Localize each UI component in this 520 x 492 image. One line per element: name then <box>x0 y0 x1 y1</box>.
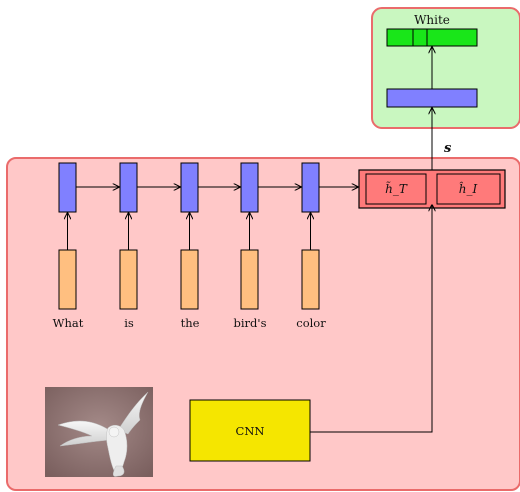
word-embedding <box>181 250 198 309</box>
question-word: the <box>181 316 200 330</box>
softmax-output-vector <box>387 29 477 46</box>
dove-head <box>109 427 119 437</box>
text-state-label: h̃_T <box>385 180 408 196</box>
lstm-cell <box>181 163 198 212</box>
question-word: bird's <box>234 316 267 330</box>
word-embedding <box>241 250 258 309</box>
word-embedding <box>302 250 319 309</box>
word-embedding <box>120 250 137 309</box>
lstm-cell <box>59 163 76 212</box>
lstm-cell <box>302 163 319 212</box>
lstm-cell <box>120 163 137 212</box>
cnn-label: CNN <box>236 424 265 438</box>
word-embedding <box>59 250 76 309</box>
question-word: is <box>124 316 134 330</box>
answer-label: White <box>414 13 450 27</box>
input-image <box>45 387 153 477</box>
fusion-symbol: s <box>444 141 452 156</box>
question-word: What <box>53 316 84 330</box>
image-state-label: ĥ_I <box>459 181 478 196</box>
joint-state: h̃_T ĥ_I <box>359 170 505 208</box>
fusion-layer <box>387 89 477 107</box>
question-word: color <box>296 316 326 330</box>
lstm-cell <box>241 163 258 212</box>
